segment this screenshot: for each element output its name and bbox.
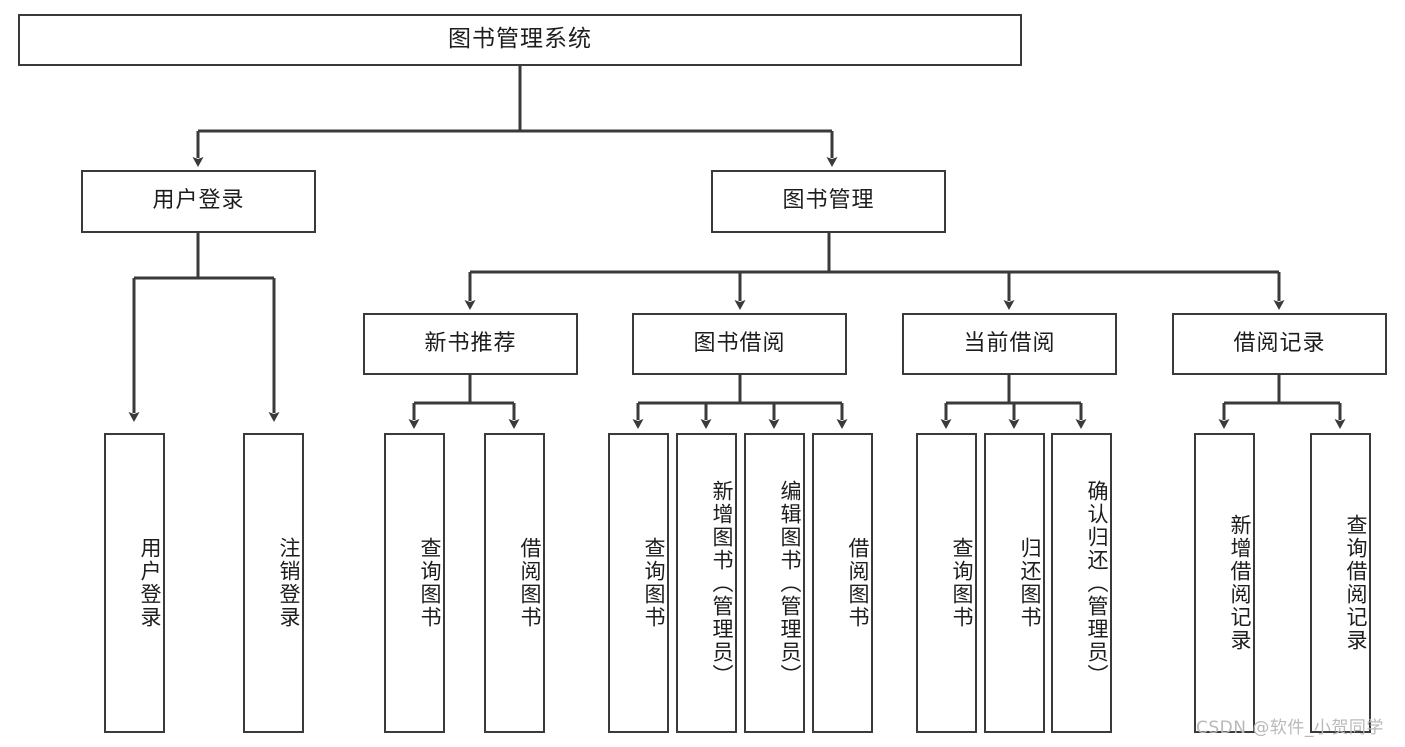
leaf-label: 查询图书 (418, 537, 442, 629)
leaf-book-borrow-add[interactable]: 新增图书（管理员） (676, 433, 737, 733)
node-root[interactable]: 图书管理系统 (18, 14, 1022, 66)
leaf-label: 归还图书 (1018, 537, 1042, 629)
node-book-management[interactable]: 图书管理 (711, 170, 946, 233)
node-borrow-record[interactable]: 借阅记录 (1172, 313, 1387, 375)
leaf-label: 查询借阅记录 (1344, 514, 1368, 652)
watermark-text: CSDN @软件_小贺同学 (1196, 718, 1384, 738)
node-user-login[interactable]: 用户登录 (81, 170, 316, 233)
leaf-label: 新增借阅记录 (1228, 514, 1252, 652)
leaf-label: 借阅图书 (846, 537, 870, 629)
node-current-borrow[interactable]: 当前借阅 (902, 313, 1117, 375)
leaf-label: 用户登录 (138, 537, 162, 629)
leaf-label: 查询图书 (642, 537, 666, 629)
leaf-current-borrow-query[interactable]: 查询图书 (916, 433, 977, 733)
leaf-current-borrow-confirm-return[interactable]: 确认归还（管理员） (1051, 433, 1112, 733)
leaf-new-book-query[interactable]: 查询图书 (384, 433, 445, 733)
leaf-borrow-record-query[interactable]: 查询借阅记录 (1310, 433, 1371, 733)
leaf-current-borrow-return[interactable]: 归还图书 (984, 433, 1045, 733)
leaf-label: 注销登录 (277, 537, 301, 629)
leaf-borrow-record-add[interactable]: 新增借阅记录 (1194, 433, 1255, 733)
node-new-book-recommend[interactable]: 新书推荐 (363, 313, 578, 375)
leaf-label: 新增图书（管理员） (710, 479, 734, 687)
leaf-label: 查询图书 (950, 537, 974, 629)
leaf-user-login-login[interactable]: 用户登录 (104, 433, 165, 733)
leaf-label: 编辑图书（管理员） (778, 479, 802, 687)
leaf-label: 确认归还（管理员） (1085, 479, 1109, 687)
leaf-book-borrow-borrow[interactable]: 借阅图书 (812, 433, 873, 733)
leaf-book-borrow-query[interactable]: 查询图书 (608, 433, 669, 733)
leaf-user-login-logout[interactable]: 注销登录 (243, 433, 304, 733)
node-book-borrow[interactable]: 图书借阅 (632, 313, 847, 375)
leaf-label: 借阅图书 (518, 537, 542, 629)
leaf-new-book-borrow[interactable]: 借阅图书 (484, 433, 545, 733)
leaf-book-borrow-edit[interactable]: 编辑图书（管理员） (744, 433, 805, 733)
